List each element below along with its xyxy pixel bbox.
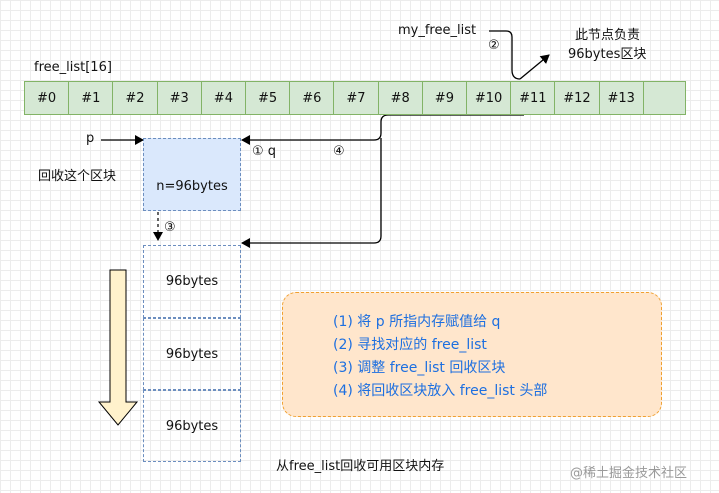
- free-list-cell: #12: [554, 81, 600, 115]
- direction-arrow: [97, 269, 139, 426]
- free-list-cell: [642, 81, 686, 115]
- chain-block-label: 96bytes: [165, 274, 219, 289]
- step4-marker: ④: [333, 144, 345, 159]
- head-arrow: [241, 138, 382, 248]
- pointer-arrow: [489, 30, 521, 80]
- reclaim-label: 回收这个区块: [38, 169, 117, 184]
- reclaimed-block-label: n=96bytes: [156, 179, 228, 194]
- chain-block: 96bytes: [143, 245, 241, 318]
- chain-block: 96bytes: [143, 318, 241, 390]
- free-list-cell: #11: [510, 81, 556, 115]
- q-label: ① q: [252, 144, 277, 159]
- free-list-cell: #5: [245, 81, 291, 115]
- step3-marker: ③: [164, 220, 176, 235]
- reclaimed-block: n=96bytes: [143, 138, 241, 211]
- node-note-line1: 此节点负责: [575, 28, 641, 43]
- free-list-cell: #4: [200, 81, 246, 115]
- free-list-cell: #9: [421, 81, 467, 115]
- step2-marker: ②: [488, 38, 500, 53]
- free-list-cell: #13: [598, 81, 644, 115]
- q-arrow: [241, 114, 524, 145]
- free-list-cell: #6: [289, 81, 335, 115]
- free-list-cell: #0: [24, 81, 70, 115]
- free-list-cell: #1: [68, 81, 114, 115]
- free-list-cell: #8: [377, 81, 423, 115]
- step-line: (1) 将 p 所指内存赋值给 q: [333, 314, 501, 330]
- free-list-cell: #3: [156, 81, 202, 115]
- steps-note: (1) 将 p 所指内存赋值给 q (2) 寻找对应的 free_list (3…: [282, 292, 662, 417]
- chain-block-label: 96bytes: [165, 346, 219, 362]
- chain-block: 96bytes: [143, 390, 241, 462]
- note-arrow: [519, 54, 550, 80]
- free-list-cell: #7: [333, 81, 379, 115]
- step-line: (3) 调整 free_list 回收区块: [333, 360, 506, 376]
- array-label: free_list[16]: [34, 60, 112, 75]
- pointer-label: my_free_list: [398, 23, 477, 38]
- caption: 从free_list回收可用区块内存: [276, 459, 445, 474]
- p-label: p: [86, 131, 95, 146]
- free-list-cell: #10: [466, 81, 512, 115]
- step-line: (2) 寻找对应的 free_list: [333, 337, 487, 353]
- watermark: @稀土掘金技术社区: [570, 466, 688, 481]
- chain-block-label: 96bytes: [165, 418, 219, 434]
- step-line: (4) 将回收区块放入 free_list 头部: [333, 383, 548, 399]
- free-list-cell: #2: [112, 81, 158, 115]
- node-note-line2: 96bytes区块: [568, 47, 647, 62]
